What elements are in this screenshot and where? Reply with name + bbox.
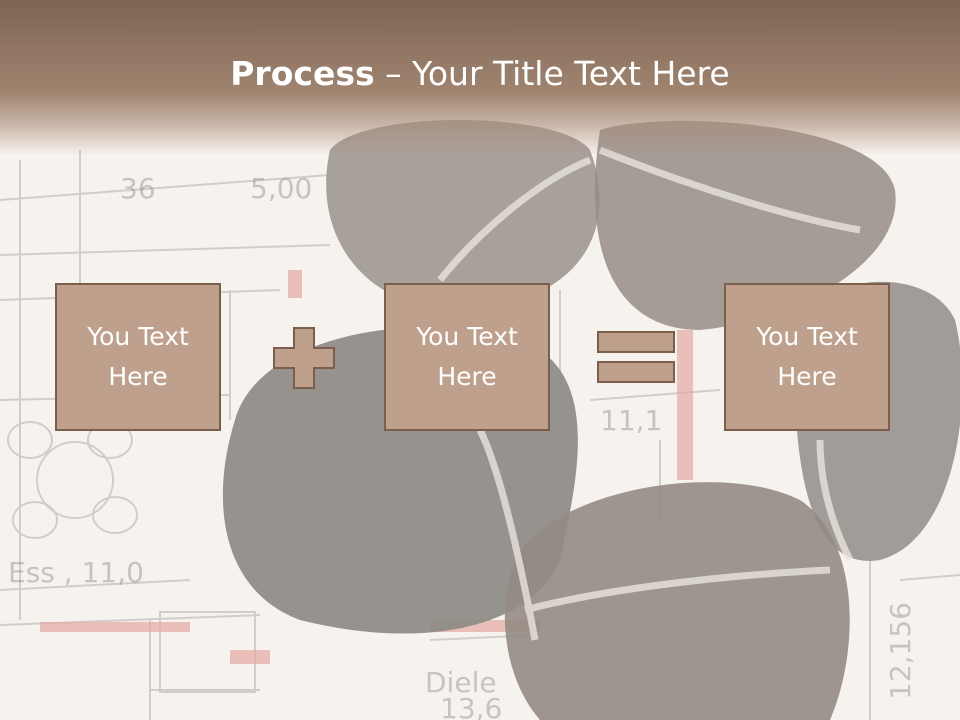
plus-icon xyxy=(273,327,335,389)
title-rest: – Your Title Text Here xyxy=(374,54,730,93)
process-box-3[interactable]: You Text Here xyxy=(724,283,890,431)
blueprint-label: Diele xyxy=(425,666,497,699)
process-box-2[interactable]: You Text Here xyxy=(384,283,550,431)
title-bar xyxy=(0,0,960,155)
blueprint-label: 12,156 xyxy=(884,602,917,700)
stones xyxy=(222,120,960,720)
blueprint-label: 36 xyxy=(120,172,156,205)
process-box-1[interactable]: You Text Here xyxy=(55,283,221,431)
blueprint-label: 13,6 xyxy=(440,692,502,720)
blueprint-label: 11,1 xyxy=(600,404,662,437)
title-bold: Process xyxy=(230,54,375,93)
process-box-1-label: You Text Here xyxy=(87,322,189,391)
process-box-2-label: You Text Here xyxy=(416,322,518,391)
blueprint-label: 5,00 xyxy=(250,172,312,205)
blueprint-label: Ess , 11,0 xyxy=(8,556,144,589)
equals-icon xyxy=(597,331,675,383)
process-box-3-label: You Text Here xyxy=(756,322,858,391)
slide-title[interactable]: Process – Your Title Text Here xyxy=(0,52,960,96)
